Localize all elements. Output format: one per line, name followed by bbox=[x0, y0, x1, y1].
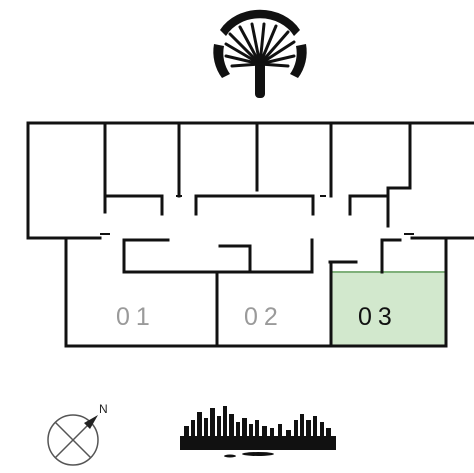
palm-tree-logo-icon bbox=[213, 9, 307, 98]
unit-label-01: 01 bbox=[116, 303, 156, 331]
city-skyline-icon bbox=[180, 406, 336, 458]
compass-icon bbox=[47, 414, 99, 466]
floor-plan bbox=[26, 121, 474, 348]
north-label: N bbox=[99, 402, 108, 416]
unit-label-02: 02 bbox=[244, 303, 284, 331]
unit-label-03: 03 bbox=[358, 303, 398, 331]
